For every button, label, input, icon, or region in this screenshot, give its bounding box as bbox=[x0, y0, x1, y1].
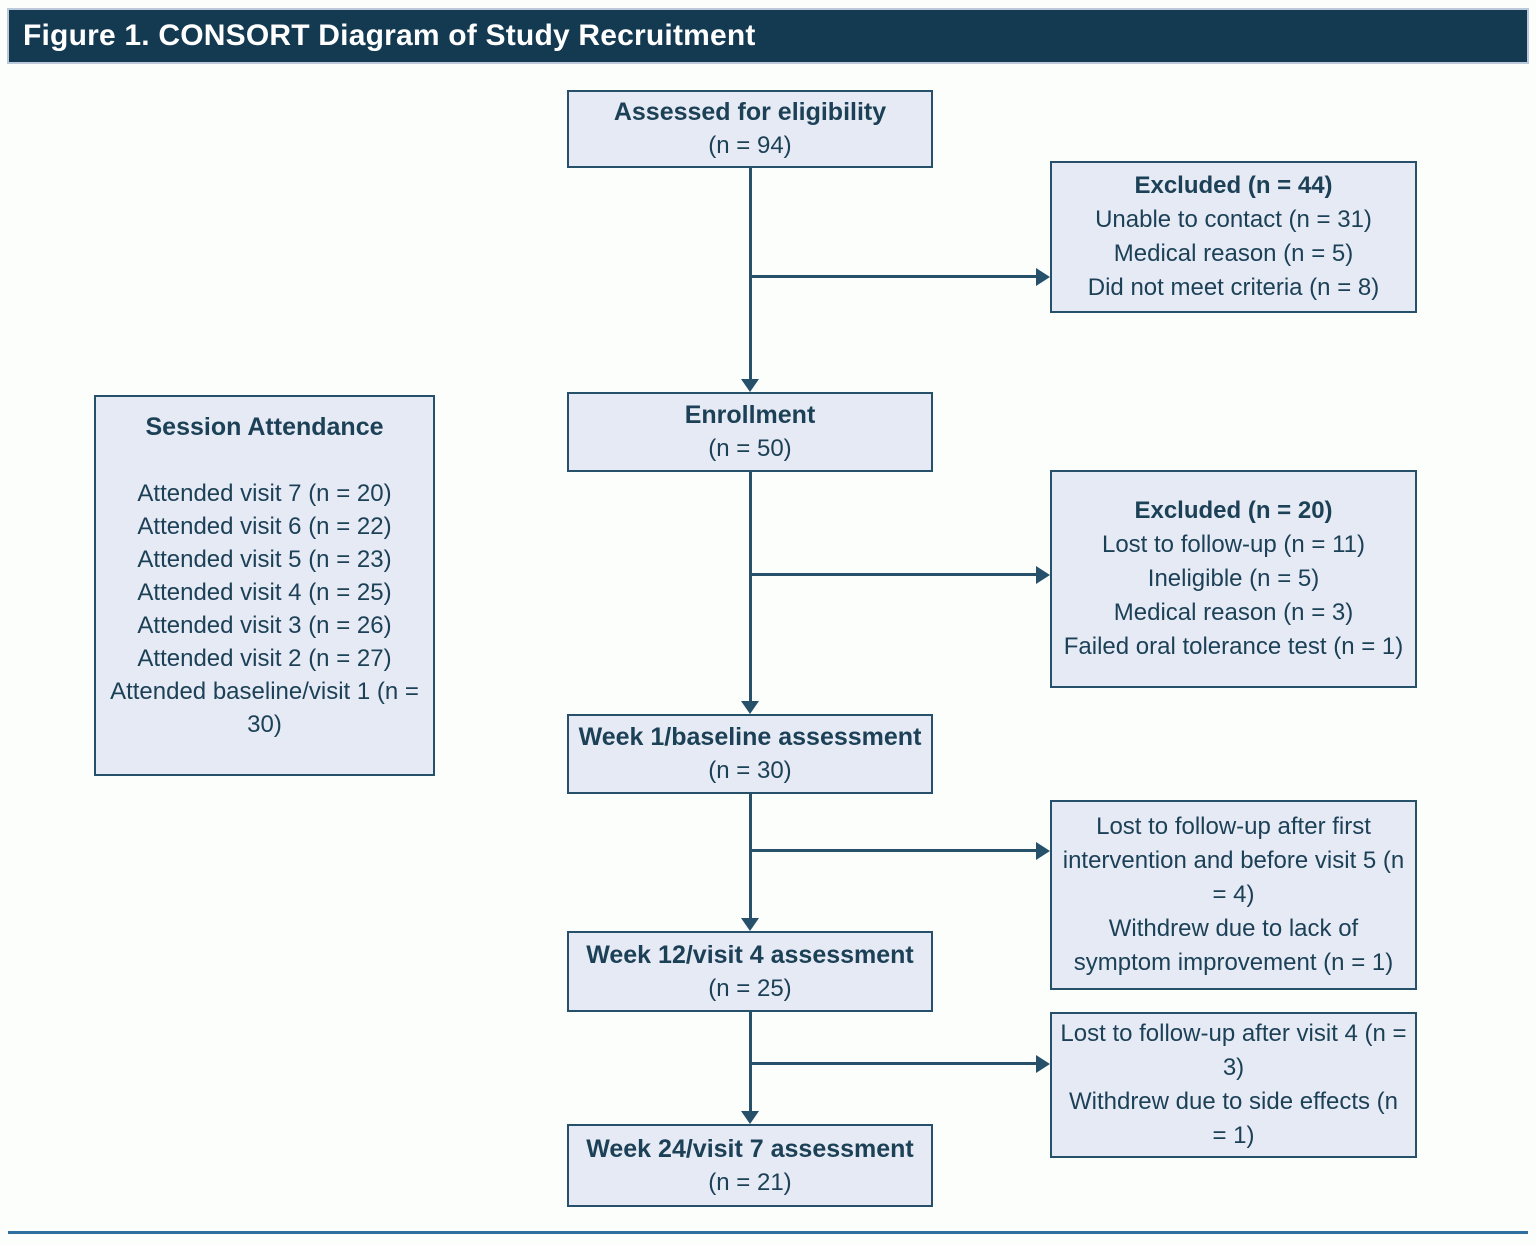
arrowhead-right-icon bbox=[1036, 268, 1050, 286]
attendance-line: Attended visit 5 (n = 23) bbox=[137, 546, 392, 573]
flow-box-n: (n = 94) bbox=[708, 132, 792, 159]
attendance-line: Attended visit 2 (n = 27) bbox=[137, 645, 392, 672]
flow-box-week12: Week 12/visit 4 assessment (n = 25) bbox=[567, 931, 933, 1012]
flow-box-n: (n = 30) bbox=[708, 757, 792, 784]
footer-rule bbox=[8, 1231, 1528, 1234]
flow-box-week24: Week 24/visit 7 assessment (n = 21) bbox=[567, 1124, 933, 1207]
flow-box-n: (n = 50) bbox=[708, 435, 792, 462]
flow-box-title: Week 24/visit 7 assessment bbox=[586, 1134, 914, 1163]
arrowhead-down-icon bbox=[741, 918, 759, 931]
figure-title: Figure 1. CONSORT Diagram of Study Recru… bbox=[23, 19, 756, 52]
connector-line bbox=[750, 1062, 1038, 1065]
attendance-line: Attended visit 7 (n = 20) bbox=[137, 480, 392, 507]
excluded-line: Medical reason (n = 3) bbox=[1113, 599, 1354, 626]
figure-title-bar: Figure 1. CONSORT Diagram of Study Recru… bbox=[7, 8, 1529, 64]
flow-box-title: Assessed for eligibility bbox=[613, 98, 887, 126]
connector-line bbox=[750, 573, 1038, 576]
flow-box-title: Enrollment bbox=[684, 401, 816, 429]
excluded-heading: Excluded (n = 44) bbox=[1134, 172, 1333, 199]
flow-box-n: (n = 25) bbox=[708, 974, 792, 1002]
connector-line bbox=[750, 849, 1038, 852]
arrowhead-down-icon bbox=[741, 701, 759, 714]
flow-box-title: Week 12/visit 4 assessment bbox=[586, 940, 914, 969]
lost-followup-line: Withdrew due to lack of symptom improvem… bbox=[1073, 915, 1394, 976]
attendance-line: Attended visit 6 (n = 22) bbox=[137, 513, 392, 540]
attendance-line: Attended visit 4 (n = 25) bbox=[137, 579, 392, 606]
flow-box-n: (n = 21) bbox=[708, 1168, 792, 1196]
excluded-box-1: Excluded (n = 44) Unable to contact (n =… bbox=[1050, 161, 1417, 313]
lost-followup-box-1: Lost to follow-up after first interventi… bbox=[1050, 800, 1417, 990]
excluded-line: Ineligible (n = 5) bbox=[1147, 565, 1320, 592]
flow-box-week1: Week 1/baseline assessment (n = 30) bbox=[567, 714, 933, 794]
lost-followup-box-2: Lost to follow-up after visit 4 (n = 3) … bbox=[1050, 1012, 1417, 1158]
flow-box-title: Week 1/baseline assessment bbox=[578, 723, 922, 751]
connector-line bbox=[749, 1012, 752, 1111]
excluded-box-2: Excluded (n = 20) Lost to follow-up (n =… bbox=[1050, 470, 1417, 688]
connector-line bbox=[749, 472, 752, 701]
session-attendance-heading: Session Attendance bbox=[145, 413, 384, 441]
attendance-line: Attended baseline/visit 1 (n = 30) bbox=[110, 678, 419, 738]
arrowhead-right-icon bbox=[1036, 566, 1050, 584]
lost-followup-line: Lost to follow-up after first interventi… bbox=[1062, 813, 1405, 908]
lost-followup-line: Lost to follow-up after visit 4 (n = 3) bbox=[1060, 1020, 1407, 1081]
lost-followup-line: Withdrew due to side effects (n = 1) bbox=[1068, 1088, 1399, 1149]
arrowhead-right-icon bbox=[1036, 1055, 1050, 1073]
excluded-heading: Excluded (n = 20) bbox=[1134, 497, 1333, 524]
arrowhead-down-icon bbox=[741, 1111, 759, 1124]
session-attendance-box: Session Attendance Attended visit 7 (n =… bbox=[94, 395, 435, 776]
flow-box-enrollment: Enrollment (n = 50) bbox=[567, 392, 933, 472]
excluded-line: Did not meet criteria (n = 8) bbox=[1087, 274, 1380, 301]
session-attendance-list: Attended visit 7 (n = 20) Attended visit… bbox=[104, 477, 425, 741]
connector-line bbox=[749, 168, 752, 380]
arrowhead-down-icon bbox=[741, 379, 759, 392]
connector-line bbox=[750, 275, 1038, 278]
connector-line bbox=[749, 794, 752, 918]
excluded-line: Failed oral tolerance test (n = 1) bbox=[1063, 633, 1404, 660]
attendance-line: Attended visit 3 (n = 26) bbox=[137, 612, 392, 639]
excluded-line: Lost to follow-up (n = 11) bbox=[1101, 531, 1366, 558]
flow-box-assessed: Assessed for eligibility (n = 94) bbox=[567, 90, 933, 168]
excluded-line: Unable to contact (n = 31) bbox=[1095, 206, 1372, 233]
excluded-line: Medical reason (n = 5) bbox=[1113, 240, 1354, 267]
arrowhead-right-icon bbox=[1036, 842, 1050, 860]
